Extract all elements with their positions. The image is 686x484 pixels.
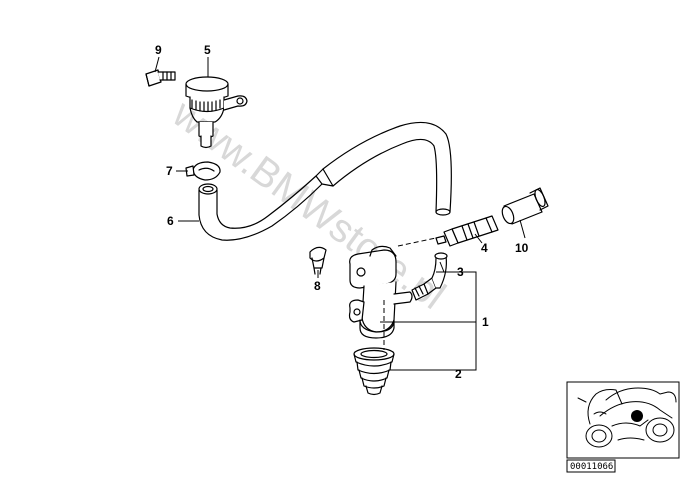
- part-3-fitting: [411, 252, 448, 301]
- callout-2: 2: [455, 367, 462, 381]
- part-10-cap: [501, 187, 549, 225]
- callout-8: 8: [314, 279, 321, 293]
- part-5-reservoir: [185, 76, 248, 149]
- part-4-switch: [435, 215, 499, 247]
- part-7-clamp: [185, 161, 221, 181]
- location-marker: [631, 410, 643, 422]
- callout-6: 6: [167, 214, 174, 228]
- part-1-master-cylinder: [348, 245, 413, 339]
- part-8-bolt: [309, 246, 327, 275]
- callout-7: 7: [166, 164, 173, 178]
- leader-9: [154, 56, 160, 73]
- part-6-hose: [198, 121, 452, 241]
- part-2-boot: [353, 347, 395, 396]
- leader-3: [389, 271, 477, 371]
- leader-4: [474, 233, 483, 244]
- callout-9: 9: [155, 43, 162, 57]
- leader-10: [519, 219, 526, 239]
- part-9-screw: [145, 69, 176, 87]
- callout-10: 10: [515, 241, 529, 255]
- callout-4: 4: [481, 241, 488, 255]
- callout-5: 5: [204, 43, 211, 57]
- location-thumbnail: [566, 381, 680, 459]
- callout-1: 1: [482, 315, 489, 329]
- callout-3: 3: [457, 265, 464, 279]
- motorcycle-silhouette: [577, 387, 677, 448]
- diagram-reference-number: 00011066: [570, 462, 613, 472]
